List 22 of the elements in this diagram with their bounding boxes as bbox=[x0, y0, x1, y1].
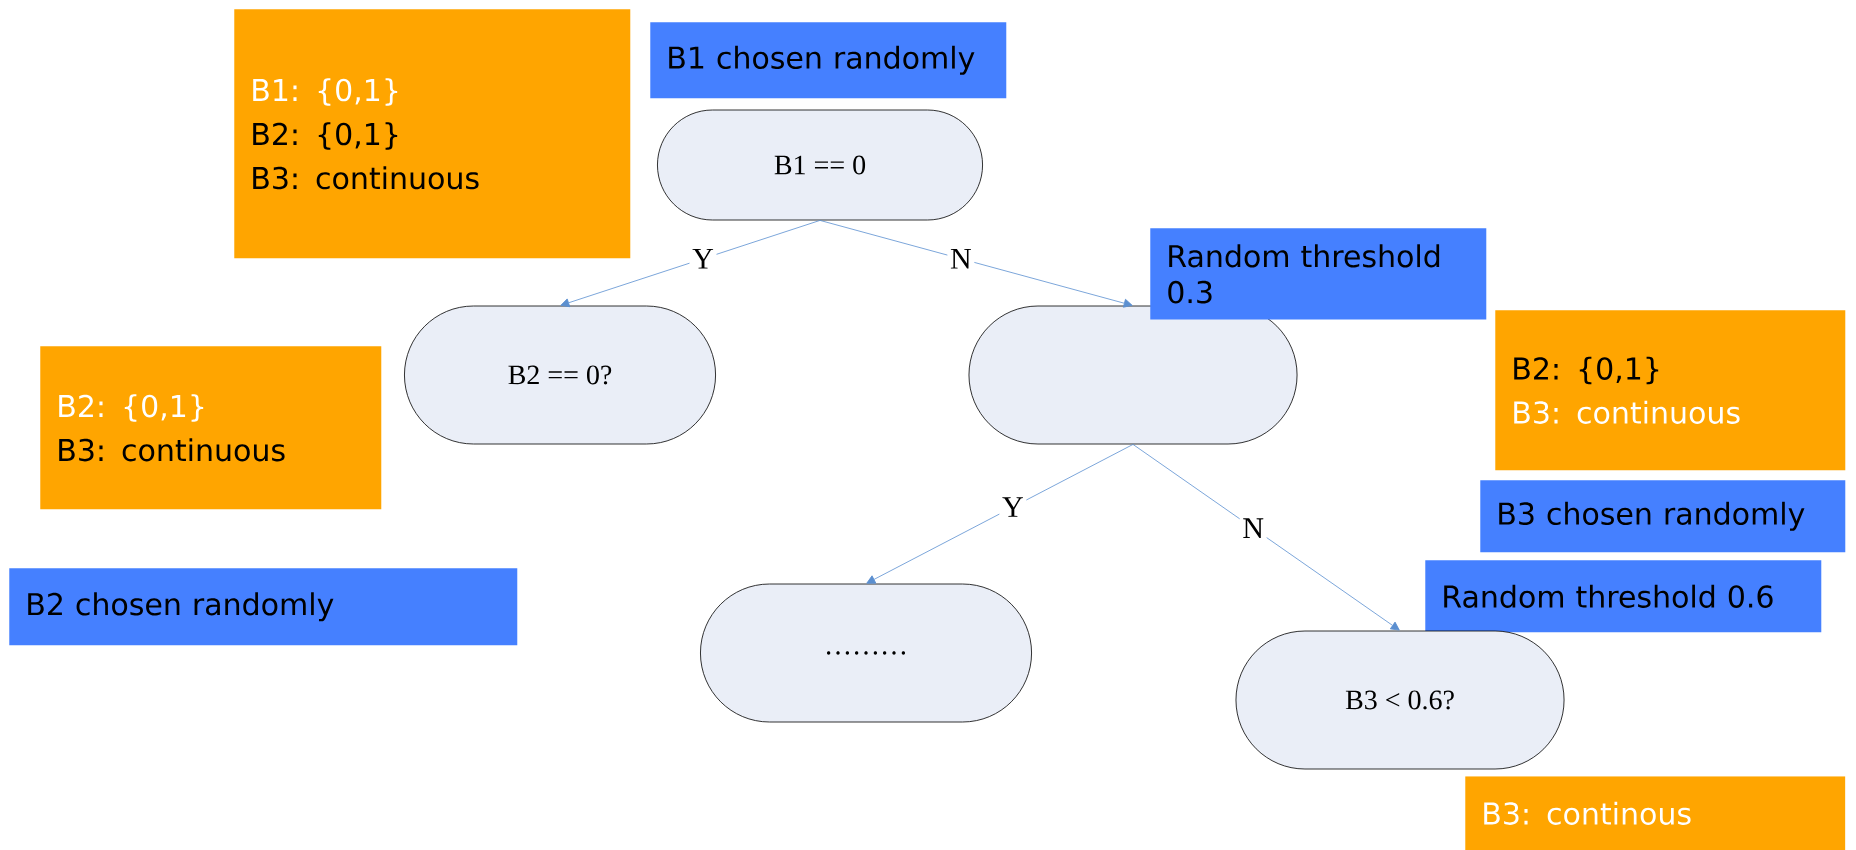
callout-box: B2 chosen randomly bbox=[9, 568, 518, 646]
arrow bbox=[1132, 444, 1400, 631]
arrow bbox=[866, 444, 1134, 584]
callout-box: Random threshold 0.3 bbox=[1150, 228, 1487, 320]
arrow bbox=[819, 220, 1133, 308]
note-box: B1: {0,1} B2: {0,1} B3: continuous bbox=[234, 9, 631, 259]
note-box: B2: {0,1} B3: continuous bbox=[1495, 310, 1846, 471]
edge-label: Y bbox=[999, 494, 1027, 520]
decision-node: B3 < 0.6? bbox=[1235, 630, 1565, 770]
note-box: B2: {0,1} B3: continuous bbox=[40, 346, 382, 510]
arrow bbox=[560, 220, 821, 308]
edge-label: N bbox=[947, 246, 975, 272]
edge-label: N bbox=[1239, 515, 1267, 541]
note-box: B3: continous bbox=[1465, 776, 1846, 850]
decision-node: ……… bbox=[700, 583, 1032, 723]
edge-label: Y bbox=[689, 246, 717, 272]
callout-box: B1 chosen randomly bbox=[650, 22, 1007, 99]
decision-node bbox=[968, 305, 1298, 445]
decision-node: B2 == 0? bbox=[404, 305, 716, 445]
decision-node: B1 == 0 bbox=[657, 109, 983, 221]
callout-box: Random threshold 0.6 bbox=[1425, 560, 1822, 633]
callout-box: B3 chosen randomly bbox=[1480, 480, 1846, 553]
